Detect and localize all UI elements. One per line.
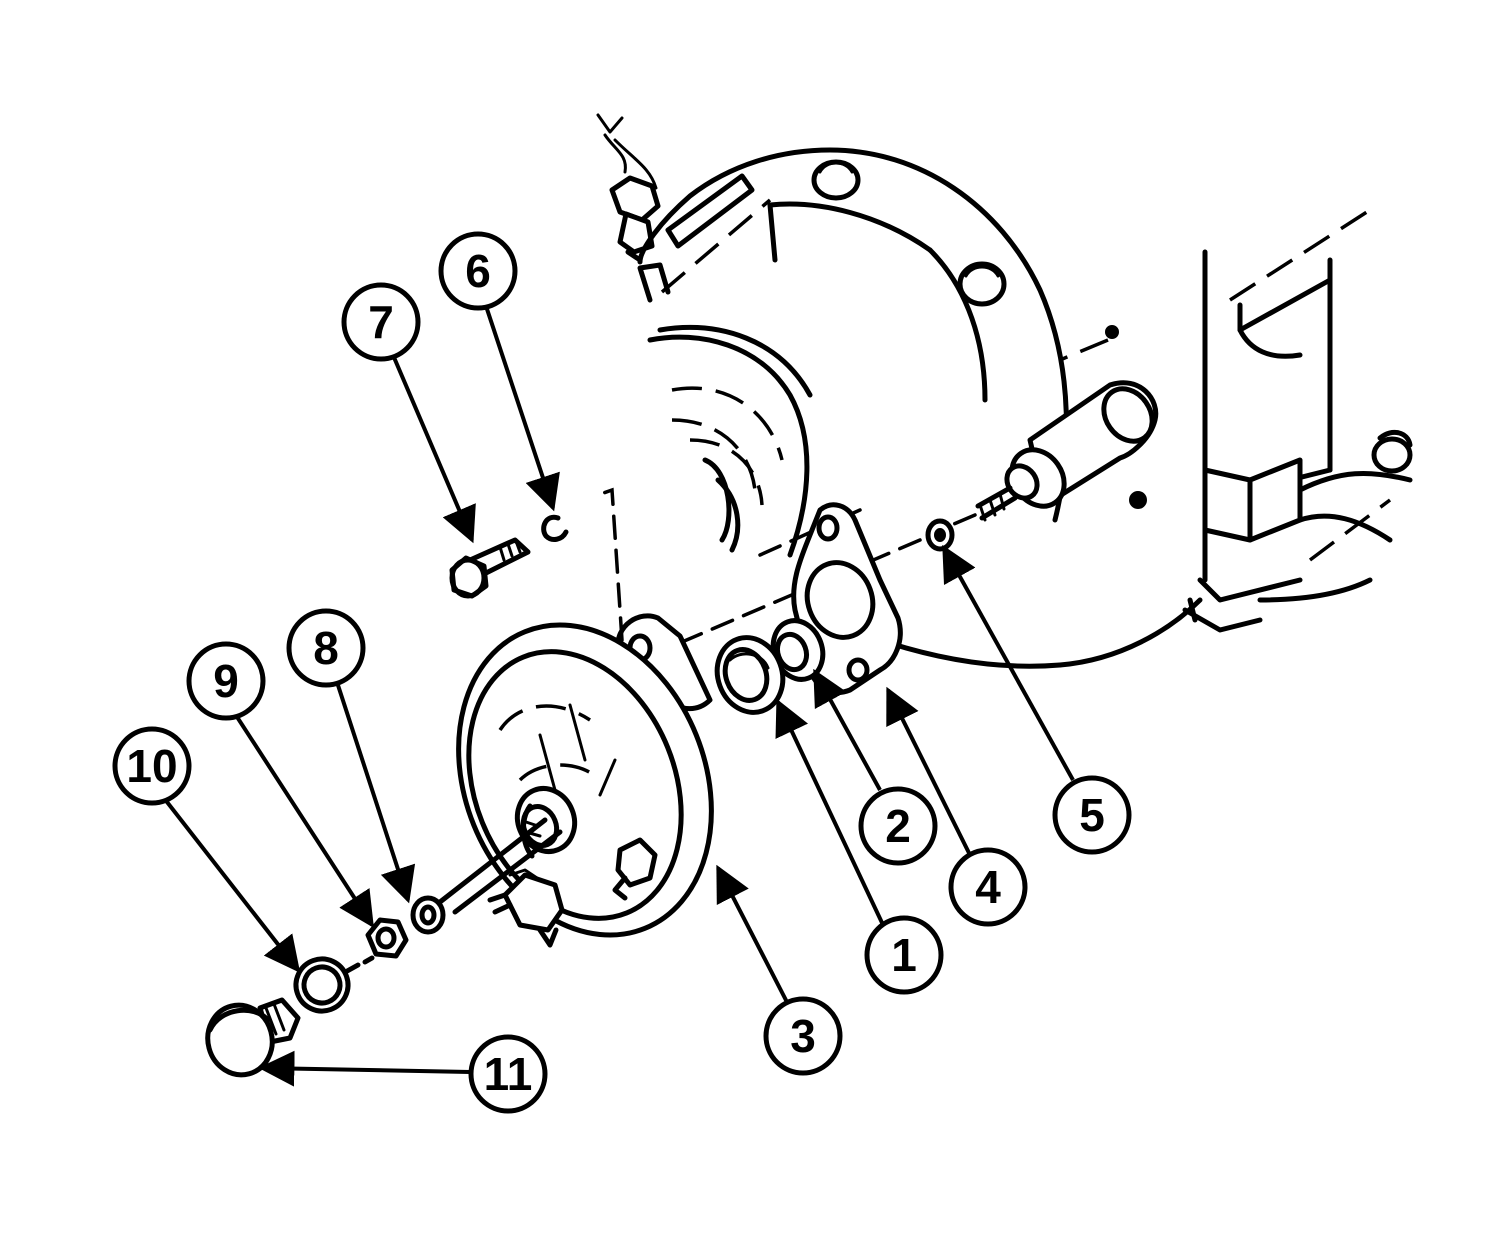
- part-7-bolt: [449, 537, 531, 599]
- part-10-o-ring: [293, 956, 351, 1014]
- part-9-nut: [337, 917, 409, 978]
- callout-9-label: 9: [213, 655, 239, 707]
- callout-4-label: 4: [975, 861, 1001, 913]
- callout-3: 3: [763, 996, 843, 1076]
- callout-2-label: 2: [885, 800, 911, 852]
- callout-2: 2: [858, 786, 938, 866]
- callout-11-label: 11: [484, 1048, 533, 1100]
- callout-10: 10: [112, 726, 192, 806]
- callout-7: 7: [341, 282, 421, 362]
- part-5-washer: [925, 518, 955, 552]
- callout-5: 5: [1052, 775, 1132, 855]
- transmission-housing: [596, 113, 1413, 669]
- callout-8: 8: [286, 608, 366, 688]
- callout-1: 1: [864, 915, 944, 995]
- callout-6-label: 6: [465, 245, 491, 297]
- leader-lines: [158, 299, 1075, 1087]
- callout-6: 6: [438, 231, 518, 311]
- callout-9: 9: [186, 641, 266, 721]
- callout-3-label: 3: [790, 1010, 816, 1062]
- part-11-plug: [205, 997, 301, 1078]
- part-8-washer: [410, 895, 446, 935]
- callout-8-label: 8: [313, 622, 339, 674]
- callout-11: 11: [468, 1034, 548, 1114]
- callout-10-label: 10: [126, 740, 177, 792]
- part-2-seal: [770, 618, 826, 682]
- callout-7-label: 7: [368, 296, 394, 348]
- part-6-clip: [541, 514, 569, 542]
- part-3-pump-assembly: [437, 487, 714, 948]
- callout-5-label: 5: [1079, 789, 1105, 841]
- part-1-bushing: [714, 635, 786, 715]
- callouts: 1 2 3 4 5 6 7 8: [112, 231, 1132, 1114]
- callout-1-label: 1: [891, 929, 917, 981]
- callout-4: 4: [948, 847, 1028, 927]
